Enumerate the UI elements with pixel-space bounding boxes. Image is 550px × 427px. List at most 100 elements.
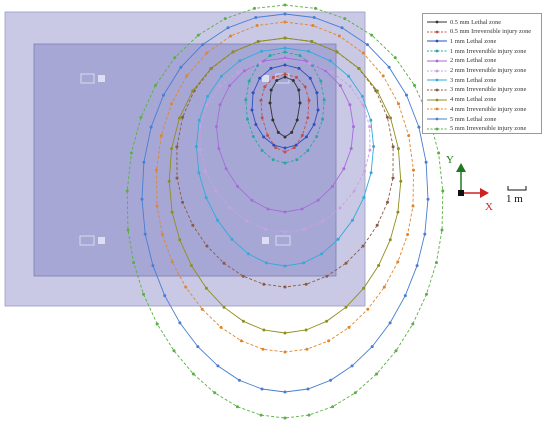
zone-point [268,101,272,105]
zone-point [297,66,301,70]
zone-point [226,26,230,30]
zone-point [175,145,179,149]
zone-point [295,75,298,79]
legend-entry: 5 mm Lethal zone [426,114,542,124]
zone-point [191,89,195,93]
zone-point [283,264,287,268]
zone-point [413,83,416,87]
zone-point [328,59,332,63]
legend-entry: 5 mm Irreversible injury zone [426,124,542,134]
zone-point [362,196,366,200]
legend-entry: 2 mm Irreversible injury zone [426,66,542,76]
zone-point [325,274,329,278]
zone-point [417,125,421,129]
room-marker [98,75,105,82]
zone-point [361,51,365,55]
zone-point [172,349,176,353]
zone-point [268,54,272,57]
zone-point [297,88,301,92]
zone-point [238,59,242,63]
zone-point [391,145,395,149]
zone-point [219,74,223,78]
zone-point [170,147,174,151]
zone-point [315,91,319,95]
legend-label: 3 mm Lethal zone [450,76,497,84]
zone-point [262,59,266,63]
zone-point [256,40,260,43]
zone-point [349,147,353,150]
zone-point [262,282,266,286]
legend-label: 0.5 mm Lethal zone [450,18,502,26]
zone-point [260,149,264,153]
zone-point [204,286,208,290]
zone-point [283,390,287,394]
zone-point [271,118,275,122]
zone-point [351,218,354,222]
legend-entry: 0.5 mm Irreversible injury zone [426,27,542,37]
zone-point [125,189,129,193]
zone-point [411,322,415,326]
zone-point [262,328,266,332]
zone-point [222,305,226,309]
zone-point [337,34,341,38]
zone-point [283,58,287,62]
zone-point [316,108,320,112]
zone-point [350,364,354,368]
zone-point [283,63,287,67]
legend-entry: 4 mm Irreversible injury zone [426,104,542,114]
x-axis-arrowhead [480,188,489,198]
zone-point [283,36,287,40]
zone-point [181,115,185,119]
zone-point [217,147,221,150]
zone-point [331,405,335,409]
zone-point [132,261,136,265]
legend-entry: 1 mm Lethal zone [426,36,542,46]
zone-point [375,372,379,376]
legend-entry: 2 mm Lethal zone [426,56,542,66]
x-axis-label: X [485,201,493,213]
zone-point [173,56,177,60]
zone-point [365,43,369,47]
zone-point [423,232,427,236]
zone-point [375,223,379,227]
origin-marker [458,190,464,196]
scale-label: 1 m [506,193,523,205]
zone-point [231,50,235,54]
zone-point [219,325,223,329]
zone-point [283,135,287,139]
zone-point [206,94,210,98]
zone-point [271,158,275,162]
zone-point [327,339,331,343]
zone-point [142,292,145,296]
zone-point [129,151,133,155]
zone-point [283,210,287,214]
zone-point [307,413,311,417]
zone-point [320,252,324,256]
zone-point [229,34,233,38]
zone-point [283,3,287,7]
zone-point [291,79,295,82]
zone-point [397,102,400,106]
zone-point [348,103,352,107]
zone-point [189,264,193,267]
zone-point [155,322,159,326]
zone-point [434,261,438,265]
zone-point [294,143,298,147]
zone-point [178,238,182,242]
legend-entry: 3 mm Lethal zone [426,75,542,85]
zone-point [258,76,262,80]
zone-point [407,134,411,138]
zone-point [411,204,415,208]
zone-point [343,17,347,21]
zone-point [197,118,201,122]
zone-point [368,125,372,129]
zone-point [214,189,218,193]
zone-point [269,88,273,92]
zone-point [292,146,296,150]
zone-point [295,118,299,122]
zone-point [197,171,201,175]
zone-point [241,274,245,278]
zone-point [178,321,182,325]
zone-point [303,85,307,89]
zone-point [283,146,287,150]
